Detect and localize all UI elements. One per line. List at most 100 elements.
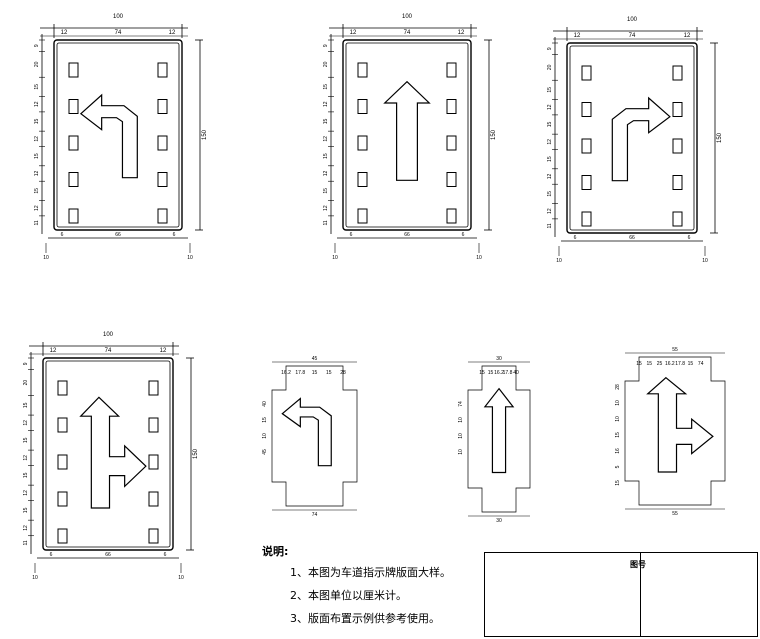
sign-4-straight-right-left-dim-7: 12 (23, 490, 29, 496)
arrow-detail-2-straight-envelope (467, 365, 531, 513)
arrow-detail-1-left-turn-arrow (281, 397, 332, 467)
notes-heading: 说明: (262, 545, 289, 558)
sign-3-right-turn-left-dim-6: 15 (547, 156, 553, 162)
arrow-detail-3-straight-right-dim-1: 15 (636, 361, 642, 367)
sign-4-straight-right-right-marker (148, 528, 159, 544)
sign-2-straight-left-dim-9: 12 (323, 205, 329, 211)
arrow-detail-3-straight-right-dim-0: 55 (672, 347, 678, 353)
sign-4-straight-right-left-marker (57, 454, 68, 470)
arrow-detail-2-straight-dim-7: 10 (458, 417, 464, 423)
arrow-detail-3-straight-right-envelope (624, 356, 726, 506)
sign-2-straight-left-marker (357, 172, 368, 187)
sign-4-straight-right-bottom-dim-right: 6 (164, 552, 167, 558)
arrow-detail-3-straight-right-dim-2: 15 (647, 361, 653, 367)
arrow-detail-1-left-turn-dim-10: 74 (312, 512, 318, 518)
sign-3-right-turn-corner-label-right: 10 (702, 258, 708, 264)
arrow-detail-1-left-turn-dim-5: 28 (340, 370, 346, 376)
sign-3-right-turn-left-dim-10: 11 (547, 223, 553, 228)
sign-1-left-turn-bottom-dim-right: 6 (173, 232, 176, 238)
arrow-detail-1-left-turn-dim-0: 45 (312, 356, 318, 362)
arrow-detail-3-straight-right-dim-5: 17.8 (675, 361, 685, 367)
sign-3-right-turn-left-dim-4: 15 (547, 122, 553, 128)
sign-4-straight-right-arrow (79, 396, 147, 509)
sign-4-straight-right-left-dim-10: 11 (23, 540, 29, 545)
sign-3-right-turn-top-dim-right: 12 (684, 33, 691, 39)
sign-1-left-turn-left-dim-8: 15 (34, 188, 40, 194)
sign-4-straight-right-width-label: 100 (103, 332, 114, 338)
sign-1-left-turn-left-dim-3: 12 (34, 101, 40, 107)
sign-4-straight-right-left-dim-1: 20 (23, 380, 29, 386)
sign-4-straight-right-left-dim-6: 15 (23, 472, 29, 478)
sign-2-straight-corner-label-left: 10 (332, 255, 338, 261)
arrow-detail-3-straight-right-dim-15: 55 (672, 511, 678, 517)
sign-4-straight-right-left-dim-5: 12 (23, 455, 29, 461)
sign-2-straight-bottom-dim-left: 6 (350, 232, 353, 238)
sign-1-left-turn-left-dim-0: 9 (34, 44, 40, 47)
sign-3-right-turn-left-marker (581, 102, 592, 117)
arrow-detail-2-straight-dim-9: 10 (458, 449, 464, 455)
sign-3-right-turn-left-marker (581, 65, 592, 81)
sign-4-straight-right-left-dim-8: 15 (23, 507, 29, 513)
sign-2-straight-left-dim-4: 15 (323, 119, 329, 125)
sign-1-left-turn-corner-label-left: 10 (43, 255, 49, 261)
sign-1-left-turn-left-dim-10: 11 (34, 220, 40, 225)
arrow-detail-1-left-turn-envelope (271, 365, 358, 507)
arrow-detail-1-left-turn-dim-1: 16.2 (281, 370, 291, 376)
sign-2-straight-top-dim-left: 12 (350, 30, 357, 36)
sign-1-left-turn-left-dim-6: 15 (34, 153, 40, 159)
sign-1-left-turn-right-marker (157, 99, 168, 114)
arrow-detail-2-straight-dim-1: 15 (479, 370, 485, 376)
arrow-detail-1-left-turn-dim-9: 45 (262, 449, 268, 455)
sign-1-left-turn-corner-label-right: 10 (187, 255, 193, 261)
arrow-detail-3-straight-right-dim-3: 25 (657, 361, 663, 367)
sign-1-left-turn-bottom-dim-left: 6 (61, 232, 64, 238)
sign-1-left-turn-top-dim-right: 12 (169, 30, 176, 36)
arrow-detail-2-straight-arrow (483, 387, 515, 474)
arrow-detail-1-left-turn-dim-2: 17.8 (295, 370, 305, 376)
sign-2-straight-left-dim-8: 15 (323, 188, 329, 194)
sign-3-right-turn-width-label: 100 (627, 17, 638, 23)
sign-4-straight-right-top-dim-left: 12 (50, 348, 57, 354)
sign-2-straight-left-dim-3: 12 (323, 101, 329, 107)
sign-4-straight-right-left-dim-4: 15 (23, 437, 29, 443)
arrow-detail-2-straight-dim-10: 30 (496, 518, 502, 524)
sign-3-right-turn-outer-border (566, 42, 698, 234)
sign-3-right-turn-left-dim-1: 20 (547, 64, 553, 70)
sign-3-right-turn-bottom-dim-right: 6 (688, 235, 691, 241)
sign-3-right-turn-left-dim-9: 12 (547, 208, 553, 214)
sign-3-right-turn-left-dim-0: 9 (547, 47, 553, 50)
sign-4-straight-right-height-label: 150 (193, 448, 199, 459)
sign-1-left-turn-top-dim-mid: 74 (115, 30, 122, 36)
arrow-detail-3-straight-right-dim-13: 5 (615, 465, 621, 468)
sign-4-straight-right-outer-border (42, 357, 174, 551)
arrow-detail-3-straight-right-dim-8: 28 (615, 384, 621, 390)
note-item-3: 3、版面布置示例供参考使用。 (290, 612, 440, 625)
sign-3-right-turn-inner-border (569, 45, 695, 231)
arrow-detail-1-left-turn-dim-4: 15 (326, 370, 332, 376)
sign-3-right-turn-left-dim-5: 12 (547, 139, 553, 145)
sign-1-left-turn-right-marker (157, 135, 168, 151)
sign-2-straight-left-marker (357, 62, 368, 78)
sign-4-straight-right-left-marker (57, 528, 68, 544)
sign-4-straight-right-left-marker (57, 417, 68, 433)
sign-4-straight-right-corner-label-right: 10 (178, 575, 184, 581)
sign-1-left-turn-left-dim-1: 20 (34, 61, 40, 67)
sign-2-straight-right-marker (446, 99, 457, 114)
sign-4-straight-right-top-dim-mid: 74 (105, 348, 112, 354)
arrow-detail-3-straight-right-arrow (646, 376, 714, 473)
sign-2-straight-height-label: 150 (491, 129, 497, 140)
sign-1-left-turn-right-marker (157, 172, 168, 187)
sign-4-straight-right-left-marker (57, 491, 68, 507)
sign-4-straight-right-bottom-dim-mid: 66 (105, 552, 111, 558)
sign-2-straight-left-dim-0: 9 (323, 44, 329, 47)
arrow-detail-1-left-turn-dim-6: 40 (262, 401, 268, 407)
sign-1-left-turn-top-dim-left: 12 (61, 30, 68, 36)
sign-3-right-turn-right-marker (672, 175, 683, 190)
sign-1-left-turn-right-marker (157, 208, 168, 224)
arrow-detail-3-straight-right-dim-7: 74 (698, 361, 704, 367)
sign-1-left-turn-left-dim-5: 12 (34, 136, 40, 142)
sign-3-right-turn-left-dim-2: 15 (547, 87, 553, 93)
sign-2-straight-right-marker (446, 62, 457, 78)
sign-1-left-turn-left-marker (68, 208, 79, 224)
sign-4-straight-right-right-marker (148, 417, 159, 433)
